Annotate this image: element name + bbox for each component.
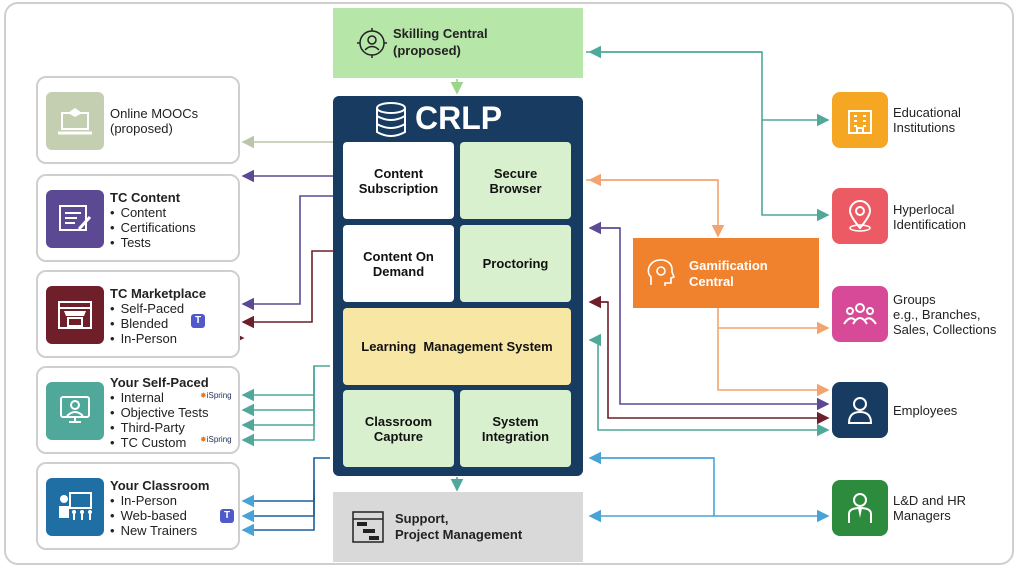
classroom-capture-line2: Capture [373,428,424,444]
learner-screen-icon [46,382,104,440]
skilling-central-title: Skilling Central [393,26,488,41]
support-line2: Project Management [395,527,523,542]
storefront-icon [46,286,104,344]
gamification-line2: Central [689,274,734,289]
self-paced-item: TC Custom [110,435,209,450]
gamification-central-box[interactable]: Gamification Central [633,238,819,308]
online-moocs-card[interactable]: Online MOOCs (proposed) [36,76,240,164]
tc-content-item: Tests [110,235,196,250]
educational-institutions-card[interactable] [832,92,888,148]
tc-marketplace-item: Self-Paced [110,301,206,316]
self-paced-title: Your Self-Paced [110,375,209,390]
ld-hr-line2: Managers [893,508,951,523]
support-box[interactable]: Support, Project Management [333,492,583,562]
document-pen-icon [46,190,104,248]
laptop-cap-icon [46,92,104,150]
manager-icon [848,493,872,523]
database-icon [376,102,406,137]
secure-browser-line1: Secure [493,165,538,181]
skilling-central-subtitle: (proposed) [393,43,461,58]
groups-line2: e.g., Branches, [893,307,981,322]
ld-hr-line1: L&D and HR [893,493,966,508]
employees-label: Employees [893,403,958,418]
content-on-demand-line2: Demand [372,263,425,279]
crlp-title: CRLP [415,100,503,136]
tc-marketplace-item: Blended [110,316,206,331]
gamification-line1: Gamification [689,258,768,273]
teams-icon: T [191,314,205,328]
tc-content-card[interactable]: TC Content Content Certifications Tests [36,174,240,262]
moocs-line1: Online MOOCs [110,106,199,121]
system-integration-line2: Integration [481,428,550,444]
self-paced-item: Third-Party [110,420,209,435]
tc-content-title: TC Content [110,190,181,205]
hyperlocal-line2: Identification [893,217,966,232]
tc-marketplace-card[interactable]: TC Marketplace Self-Paced Blended In-Per… [36,270,240,358]
classroom-item: In-Person [110,493,209,508]
content-on-demand-line1: Content On [363,248,434,264]
hyperlocal-line1: Hyperlocal [893,202,955,217]
person-icon [847,397,873,424]
location-pin-icon [848,200,872,232]
educational-line2: Institutions [893,120,956,135]
support-line1: Support, [395,511,449,526]
teams-icon: T [220,509,234,523]
gantt-icon [352,511,384,543]
content-subscription-line2: Subscription [358,180,439,196]
people-group-icon [843,303,877,325]
head-gear-icon [357,28,387,58]
groups-line1: Groups [893,292,936,307]
classroom-item: Web-based [110,508,209,523]
brain-gear-icon [647,259,676,286]
proctoring-module[interactable]: Proctoring [460,225,571,302]
self-paced-card[interactable]: Your Self-Paced Internal Objective Tests… [36,366,240,454]
skilling-central-box[interactable]: Skilling Central (proposed) [333,8,583,78]
classroom-title: Your Classroom [110,478,210,493]
tc-content-item: Certifications [110,220,196,235]
your-classroom-card[interactable]: Your Classroom In-Person Web-based New T… [36,462,240,550]
hyperlocal-card[interactable] [832,188,888,244]
system-integration-line1: System [492,413,539,429]
content-subscription-line1: Content [373,165,424,181]
ispring-badge: iSpring [198,434,234,445]
diagram-frame [4,2,1014,565]
tc-marketplace-title: TC Marketplace [110,286,207,301]
self-paced-item: Internal [110,390,209,405]
educational-line1: Educational [893,105,961,120]
moocs-line2: (proposed) [110,121,173,136]
classroom-capture-line1: Classroom [364,413,433,429]
presenter-icon [46,478,104,536]
secure-browser-line2: Browser [489,180,542,196]
tc-content-item: Content [110,205,196,220]
ld-hr-card[interactable] [832,480,888,536]
tc-marketplace-item: In-Person [110,331,206,346]
ispring-badge: iSpring [198,390,234,401]
self-paced-item: Objective Tests [110,405,209,420]
employees-card[interactable] [832,382,888,438]
lms-module[interactable]: Learning Management System [343,308,571,385]
lms-label: Learning Management System [361,339,553,354]
classroom-item: New Trainers [110,523,209,538]
building-icon [848,110,872,134]
groups-card[interactable] [832,286,888,342]
proctoring-label: Proctoring [482,256,549,271]
groups-line3: Sales, Collections [893,322,997,337]
